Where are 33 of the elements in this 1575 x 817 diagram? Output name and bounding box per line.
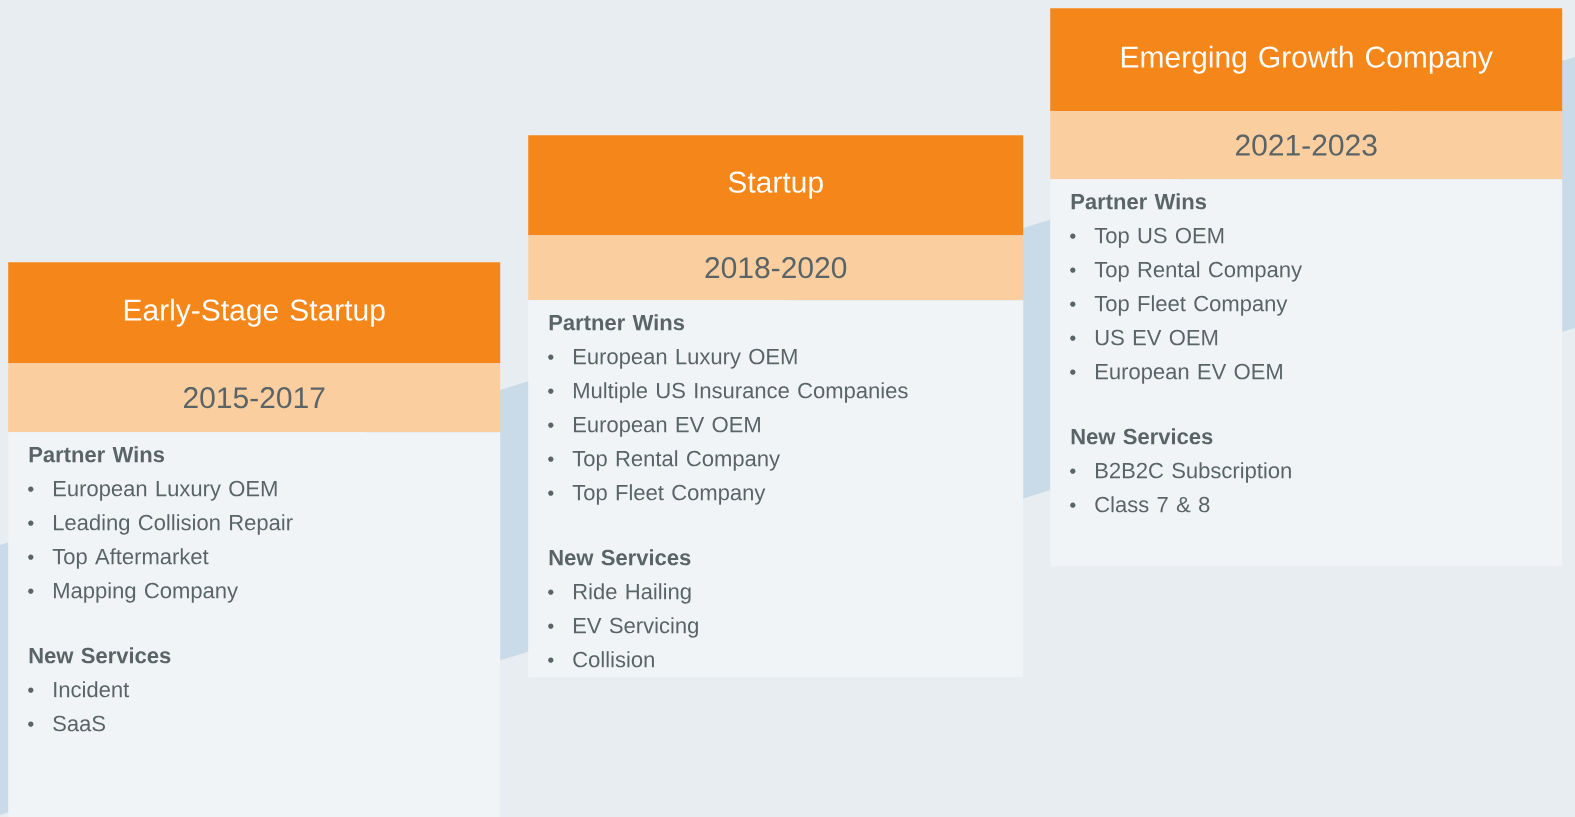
section-heading: New Services: [1071, 428, 1213, 445]
list-item: Class 7 & 8: [1070, 496, 1210, 513]
stage-header: Emerging Growth Company: [1050, 8, 1563, 112]
list-item: Ride Hailing: [548, 583, 691, 604]
stage-header: Startup: [528, 135, 1024, 236]
list-item: Incident: [28, 681, 130, 698]
list-item: Collision: [548, 651, 654, 668]
year-band: 2021-2023: [1050, 111, 1563, 180]
list-item: European EV OEM: [1070, 363, 1282, 384]
list-item: Top Rental Company: [548, 450, 780, 471]
section-heading: Partner Wins: [549, 314, 685, 331]
section-heading: New Services: [549, 549, 691, 566]
list-item: EV Servicing: [548, 617, 698, 638]
list-item: SaaS: [28, 715, 105, 732]
section-heading: Partner Wins: [1071, 193, 1207, 210]
year-band: 2015-2017: [8, 363, 501, 433]
list-item: Leading Collision Repair: [28, 514, 293, 535]
list-item: Top US OEM: [1070, 227, 1224, 248]
section-heading: Partner Wins: [29, 446, 165, 463]
list-item: Multiple US Insurance Companies: [548, 382, 908, 403]
year-band: 2018-2020: [528, 235, 1024, 301]
section-heading: New Services: [29, 647, 171, 664]
list-item: B2B2C Subscription: [1070, 462, 1291, 483]
list-item: European Luxury OEM: [548, 348, 797, 369]
stage-header: Early-Stage Startup: [8, 262, 501, 364]
list-item: Top Fleet Company: [1070, 295, 1288, 316]
list-item: Top Fleet Company: [548, 484, 766, 505]
list-item: European Luxury OEM: [28, 480, 277, 501]
list-item: US EV OEM: [1070, 329, 1218, 346]
list-item: European EV OEM: [548, 416, 760, 437]
list-item: Top Rental Company: [1070, 261, 1302, 282]
list-item: Top Aftermarket: [28, 548, 209, 569]
list-item: Mapping Company: [28, 582, 238, 603]
